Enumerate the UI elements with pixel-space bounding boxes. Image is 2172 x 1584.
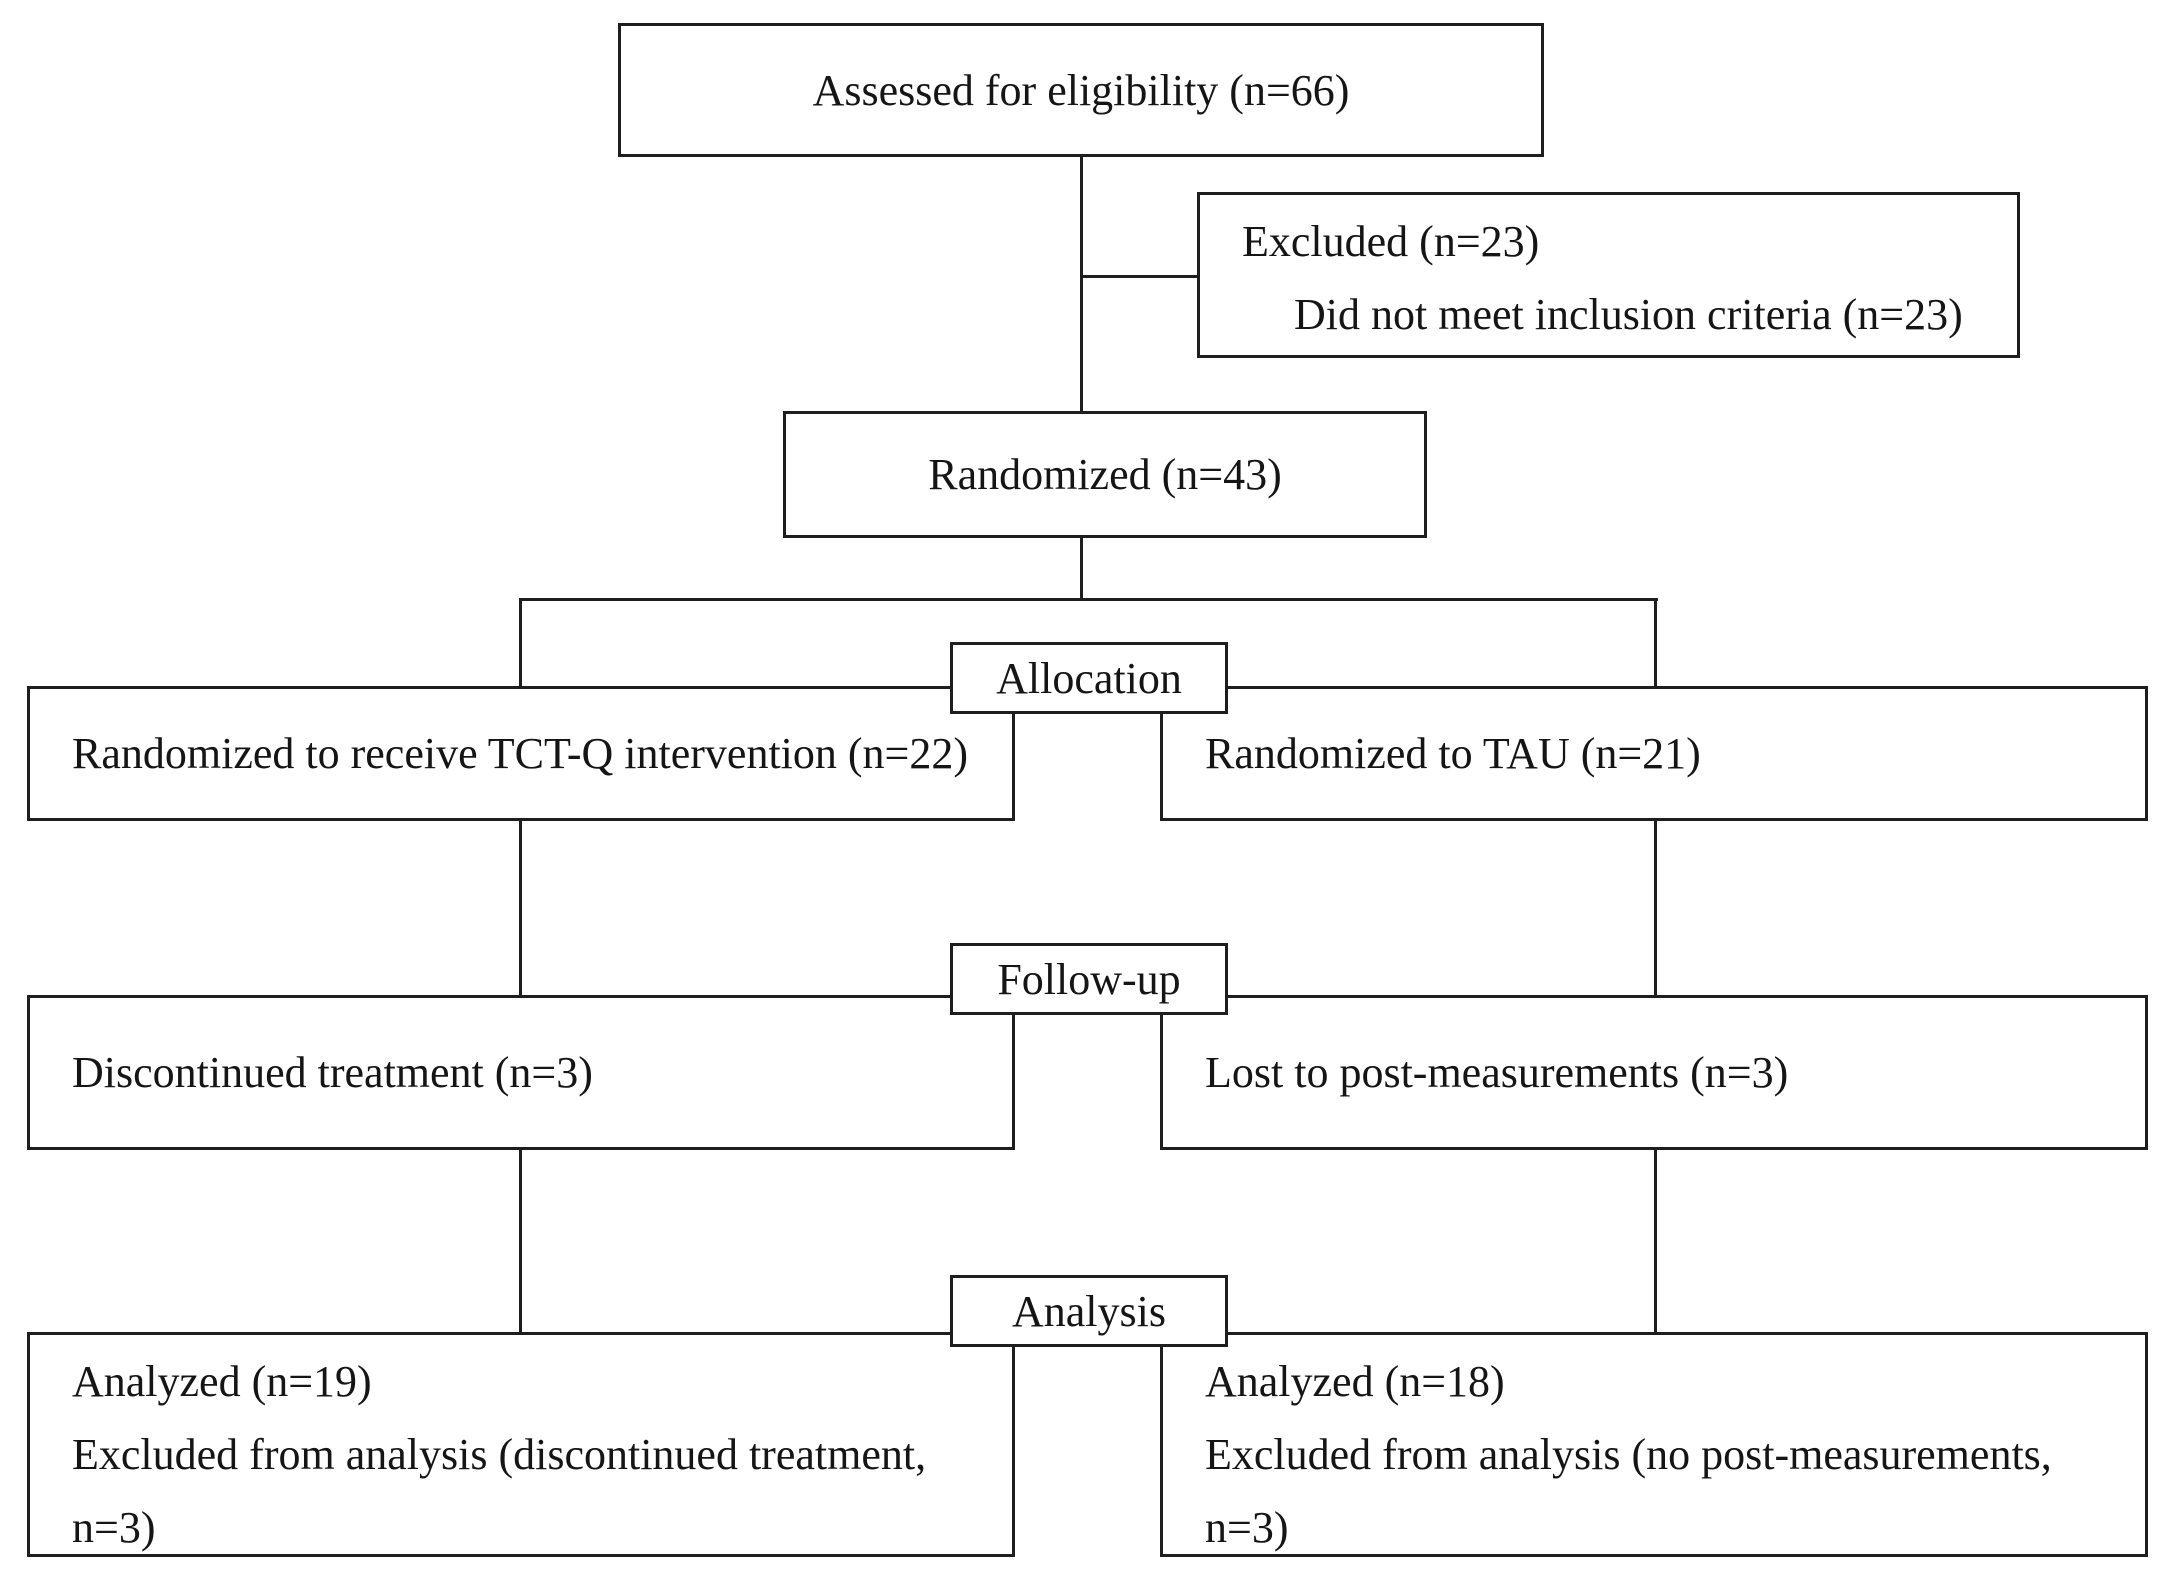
allocation-right-box: Randomized to TAU (n=21) <box>1160 686 2148 821</box>
connector-split-drop-left <box>519 598 522 688</box>
stage-label-analysis-text: Analysis <box>1012 1286 1166 1336</box>
stage-label-allocation-text: Allocation <box>996 653 1182 703</box>
connector-randomized-to-split <box>1080 538 1083 600</box>
allocation-left-text: Randomized to receive TCT-Q intervention… <box>72 729 969 778</box>
connector-to-excluded <box>1080 275 1198 278</box>
excluded-line-1: Excluded (n=23) <box>1242 217 1540 266</box>
analysis-left-line-3: n=3) <box>72 1503 156 1552</box>
followup-right-text: Lost to post-measurements (n=3) <box>1205 1048 1789 1097</box>
allocation-right-text: Randomized to TAU (n=21) <box>1205 729 1701 778</box>
randomized-box: Randomized (n=43) <box>783 411 1427 538</box>
stage-label-analysis: Analysis <box>950 1275 1228 1347</box>
followup-left-text: Discontinued treatment (n=3) <box>72 1048 593 1097</box>
followup-right-box: Lost to post-measurements (n=3) <box>1160 995 2148 1150</box>
followup-left-box: Discontinued treatment (n=3) <box>27 995 1015 1150</box>
connector-followup-to-analysis-left <box>519 1150 522 1334</box>
analysis-right-line-2: Excluded from analysis (no post-measurem… <box>1205 1430 2052 1479</box>
assessed-text: Assessed for eligibility (n=66) <box>812 65 1350 115</box>
excluded-box: Excluded (n=23) Did not meet inclusion c… <box>1197 192 2020 358</box>
analysis-right-line-3: n=3) <box>1205 1503 1289 1552</box>
analysis-left-line-1: Analyzed (n=19) <box>72 1357 372 1406</box>
stage-label-followup-text: Follow-up <box>997 954 1181 1004</box>
connector-split-horizontal <box>519 598 1658 601</box>
analysis-right-box: Analyzed (n=18) Excluded from analysis (… <box>1160 1332 2148 1557</box>
analysis-left-line-2: Excluded from analysis (discontinued tre… <box>72 1430 927 1479</box>
connector-alloc-to-followup-left <box>519 821 522 997</box>
stage-label-followup: Follow-up <box>950 943 1228 1015</box>
allocation-left-box: Randomized to receive TCT-Q intervention… <box>27 686 1015 821</box>
connector-followup-to-analysis-right <box>1654 1150 1657 1334</box>
assessed-box: Assessed for eligibility (n=66) <box>618 23 1544 157</box>
excluded-line-2: Did not meet inclusion criteria (n=23) <box>1294 290 1963 339</box>
connector-alloc-to-followup-right <box>1654 821 1657 997</box>
connector-assessed-to-randomized <box>1080 157 1083 413</box>
analysis-right-line-1: Analyzed (n=18) <box>1205 1357 1505 1406</box>
randomized-text: Randomized (n=43) <box>928 450 1282 499</box>
stage-label-allocation: Allocation <box>950 642 1228 714</box>
connector-split-drop-right <box>1654 598 1657 688</box>
analysis-left-box: Analyzed (n=19) Excluded from analysis (… <box>27 1332 1015 1557</box>
